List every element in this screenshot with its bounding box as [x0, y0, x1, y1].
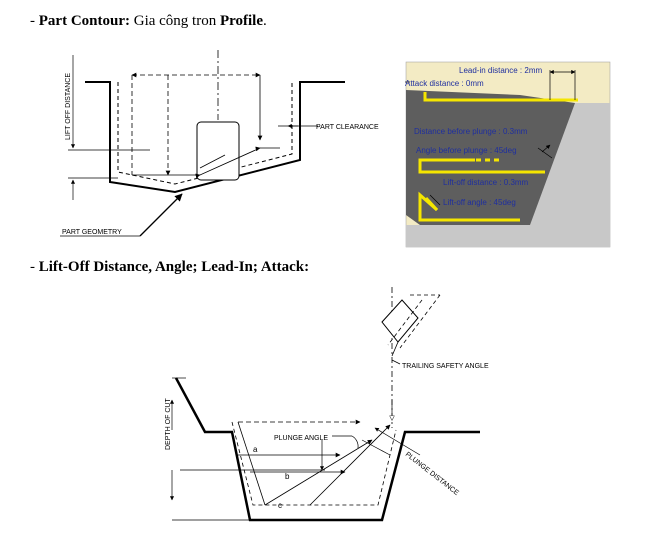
heading-end: . [263, 13, 267, 29]
trailing-safety-angle-label: TRAILING SAFETY ANGLE [402, 363, 489, 370]
attack-label: Attack distance : 0mm [405, 79, 484, 88]
plunge-distance-label: PLUNGE DISTANCE [404, 451, 460, 497]
heading-bold-profile: Profile [219, 13, 264, 29]
heading-bold: Lift-Off Distance, Angle; Lead-In; Attac… [38, 259, 310, 275]
lift-off-angle-label: Lift-off angle : 45deg [443, 198, 516, 207]
tool-insert [381, 299, 419, 343]
inner-path [231, 421, 397, 506]
label-b: b [285, 472, 290, 481]
part-geometry-label: PART GEOMETRY [62, 229, 122, 236]
lead-in-path [423, 92, 578, 102]
label-c: c [278, 501, 282, 510]
lead-in-label: Lead-in distance : 2mm [459, 66, 542, 75]
label-a: a [253, 445, 258, 454]
plunge-angle-label: PLUNGE ANGLE [274, 435, 328, 442]
heading-bold: Part Contour: [38, 13, 130, 29]
pocket-wall [406, 90, 575, 225]
heading-dash: - [30, 259, 39, 275]
heading-lift-off: - Lift-Off Distance, Angle; Lead-In; Att… [30, 258, 309, 276]
angle-before-plunge-label: Angle before plunge : 45deg [416, 146, 517, 155]
distance-before-plunge-label: Distance before plunge : 0.3mm [414, 127, 528, 136]
part-profile [174, 377, 480, 522]
part-clearance-label: PART CLEARANCE [316, 124, 379, 131]
lift-off-distance-label: Lift-off distance : 0.3mm [443, 178, 529, 187]
heading-part-contour: - Part Contour: Gia công tron Profile. [30, 12, 267, 30]
part-wall [85, 81, 345, 194]
heading-dash: - [30, 13, 39, 29]
lift-off-distance-label: LIFT OFF DISTANCE [65, 73, 72, 140]
clearance-path [117, 82, 293, 185]
heading-text: Gia công tron [129, 13, 220, 29]
depth-of-cut-label: DEPTH OF CUT [165, 398, 172, 450]
